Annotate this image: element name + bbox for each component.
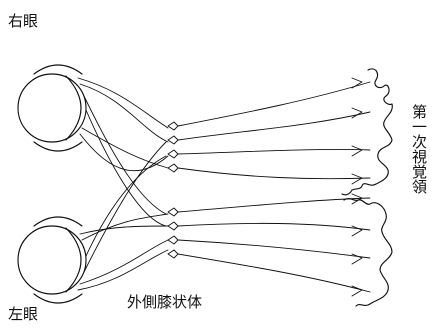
left-eye-label: 左眼 bbox=[8, 305, 39, 323]
left-eye-fibers bbox=[77, 141, 169, 291]
primary-visual-cortex-label: 第一次視覚領 bbox=[410, 104, 428, 194]
right-eye-label: 右眼 bbox=[8, 12, 39, 30]
left-eye bbox=[17, 216, 87, 304]
optic-radiations bbox=[177, 81, 371, 293]
visual-cortex-outline bbox=[341, 68, 393, 307]
terminal-arrowheads bbox=[351, 77, 363, 297]
right-eye-fibers bbox=[77, 77, 169, 227]
lateral-geniculate-label: 外側膝状体 bbox=[127, 293, 203, 311]
lgn-upper-cluster bbox=[167, 121, 179, 173]
lgn-lower-cluster bbox=[167, 207, 179, 259]
right-eye bbox=[17, 64, 87, 152]
